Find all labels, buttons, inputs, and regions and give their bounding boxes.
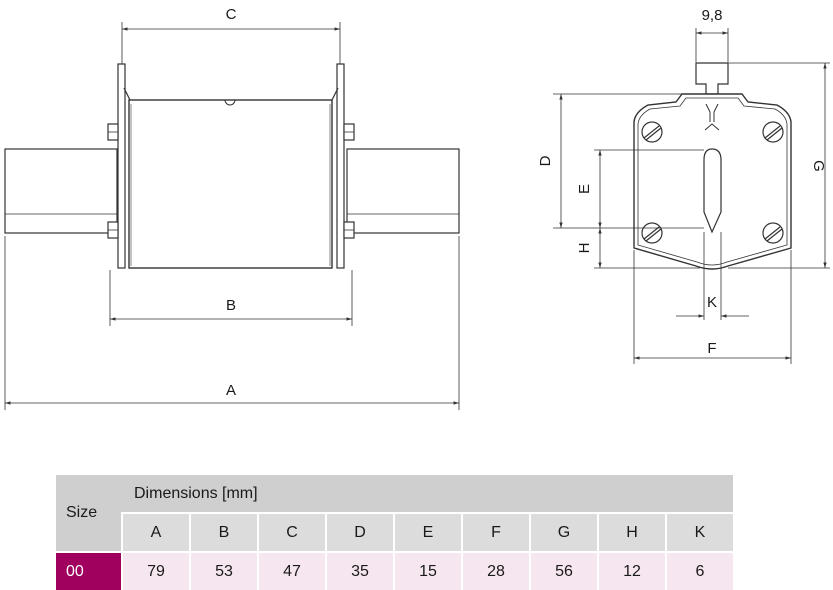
dimension-label-d: D (537, 155, 554, 166)
column-header-f: F (461, 513, 530, 552)
column-header-row: A B C D E F G H K (56, 513, 733, 552)
value-cell-g: 56 (529, 551, 598, 590)
dimensions-table: Size Dimensions [mm] A B C D E F G H K 0… (56, 475, 733, 590)
dimension-label-b: B (226, 297, 236, 314)
size-header: Size (56, 475, 122, 552)
value-cell-h: 12 (597, 551, 666, 590)
dimension-label-g: G (810, 160, 827, 172)
value-cell-e: 15 (393, 551, 462, 590)
column-header-e: E (393, 513, 462, 552)
column-header-k: K (665, 513, 733, 552)
top-tab (695, 62, 729, 95)
size-cell: 00 (56, 551, 122, 590)
fuse-body (128, 99, 333, 269)
knife-slot (703, 148, 722, 234)
value-cell-b: 53 (189, 551, 258, 590)
fuse-front-view (633, 62, 792, 270)
dimension-label-f: F (707, 340, 716, 357)
value-cell-a: 79 (121, 551, 190, 590)
dimension-label-a: A (226, 382, 236, 399)
left-gripping-lug (117, 63, 126, 269)
right-blade-contact (346, 148, 460, 234)
column-header-a: A (121, 513, 190, 552)
column-header-h: H (597, 513, 666, 552)
dimension-label-tab-width: 9,8 (702, 7, 723, 24)
fixing-screws (641, 121, 784, 244)
right-gripping-lug (336, 63, 345, 269)
dimension-label-e: E (576, 184, 593, 194)
value-cell-k: 6 (665, 551, 733, 590)
indicator-notch (224, 99, 236, 106)
dimension-label-c: C (226, 6, 237, 23)
side-view-dimensions (4, 22, 460, 410)
value-cell-f: 28 (461, 551, 530, 590)
front-view-dimensions (553, 28, 830, 364)
column-header-d: D (325, 513, 394, 552)
column-header-c: C (257, 513, 326, 552)
dimension-label-h: H (576, 243, 593, 254)
column-header-b: B (189, 513, 258, 552)
fuse-dimension-drawing: C B A (4, 6, 830, 410)
dimension-label-k: K (707, 294, 717, 311)
dimensions-header: Dimensions [mm] (122, 475, 733, 514)
fuse-side-view (4, 63, 460, 269)
value-cell-c: 47 (257, 551, 326, 590)
table-row: 00 79 53 47 35 15 28 56 12 6 (56, 551, 733, 590)
left-blade-contact (4, 148, 118, 234)
value-cell-d: 35 (325, 551, 394, 590)
column-header-g: G (529, 513, 598, 552)
